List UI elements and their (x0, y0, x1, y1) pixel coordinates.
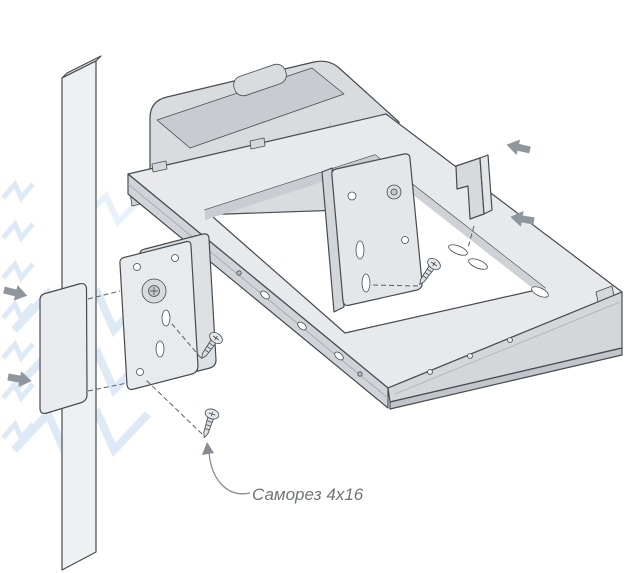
label-arrowhead-icon (202, 442, 214, 455)
screw-3 (203, 408, 220, 439)
screw-2 (419, 257, 441, 285)
screw-size-label: Саморез 4x16 (252, 485, 364, 504)
cover-plate (39, 282, 88, 415)
left-mounting-bracket (119, 233, 217, 391)
dashed-guide-lines (87, 225, 475, 435)
frame-inner-wall-right (375, 155, 545, 298)
assembly-arrow-right-top (506, 139, 531, 156)
screw-1 (201, 331, 223, 359)
middle-mounting-plate (321, 153, 423, 313)
assembly-arrow-left-top (3, 285, 28, 301)
label-arrow (208, 451, 251, 495)
slide-rail (127, 173, 389, 409)
front-rail (387, 291, 623, 410)
assembly-arrow-left-bottom (7, 371, 32, 387)
assembly-arrow-right-middle (510, 211, 535, 227)
basket-handle-cutout (233, 63, 287, 97)
screw-label-group: Саморез 4x16 (202, 442, 364, 504)
hook-bracket (455, 154, 493, 220)
